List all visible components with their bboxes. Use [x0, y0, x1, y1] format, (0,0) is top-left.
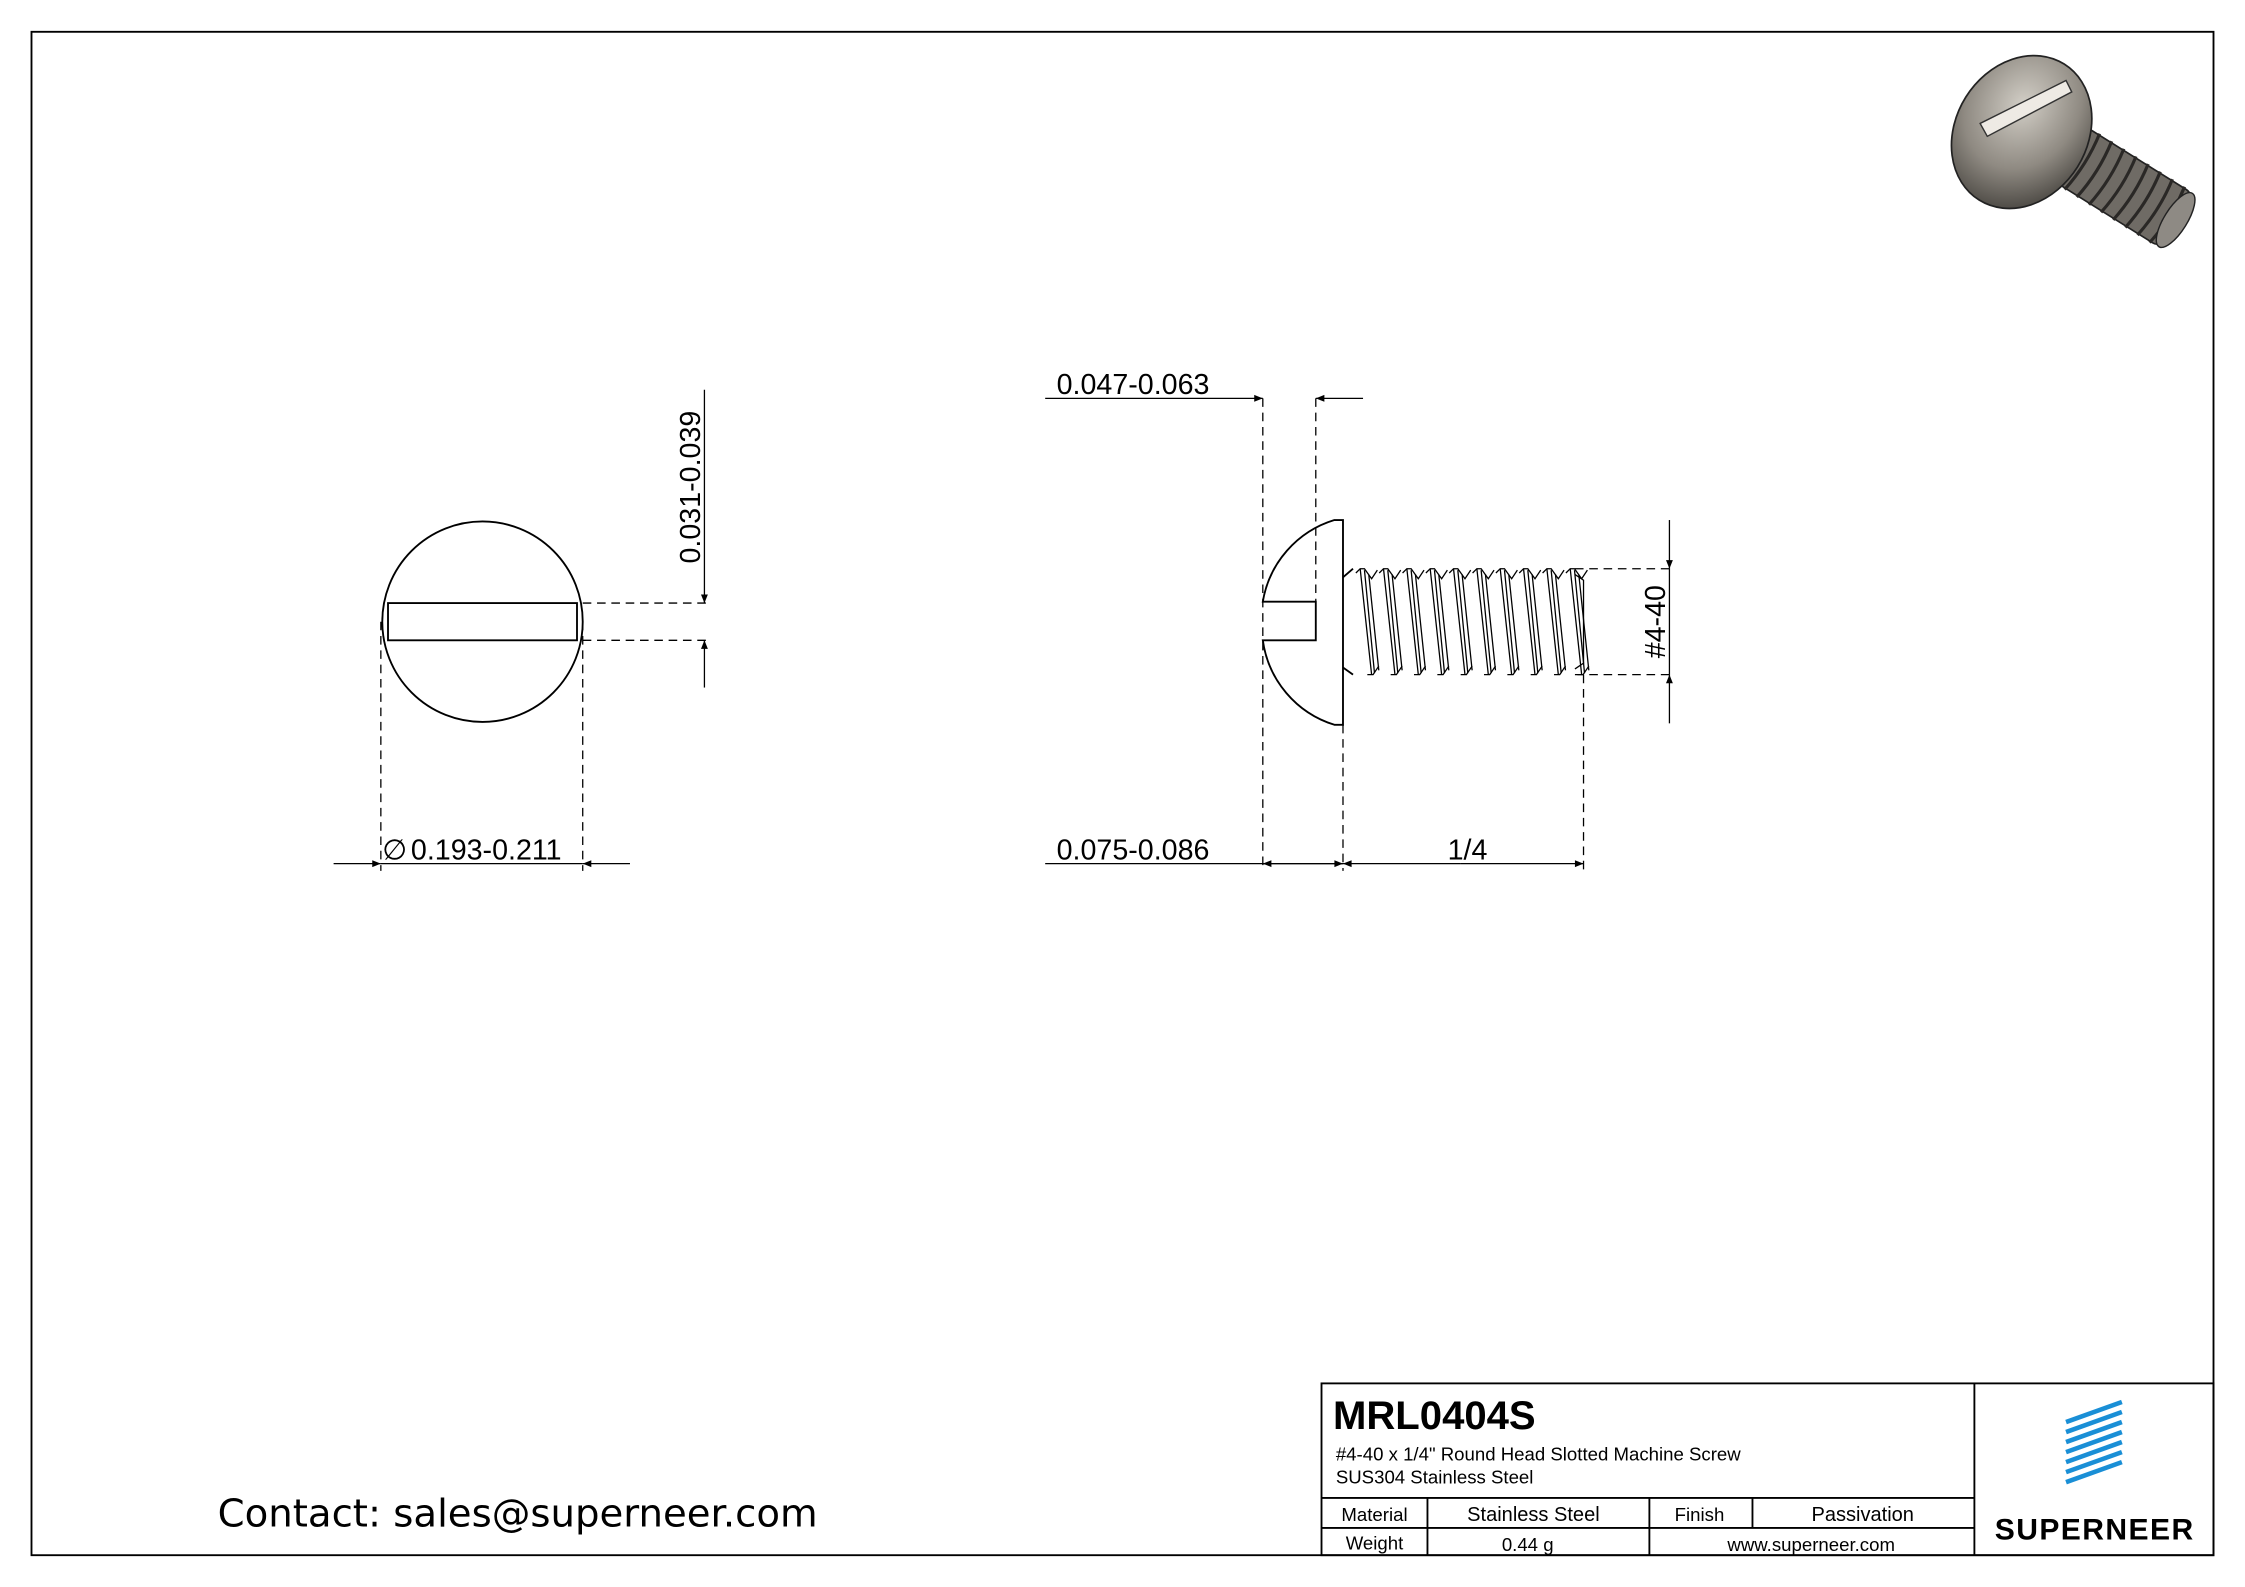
material-label: Material [1341, 1504, 1407, 1525]
thread-outline [1355, 568, 1590, 676]
website-link[interactable]: www.superneer.com [1726, 1534, 1895, 1555]
part-number: MRL0404S [1333, 1394, 1536, 1438]
thread-crest [1406, 568, 1427, 675]
weight-value: 0.44 g [1502, 1534, 1554, 1555]
head-height-dimension: 0.075-0.086 [1057, 834, 1210, 866]
thread-size-dimension: #4-40 [1640, 585, 1672, 658]
contact-text: Contact: sales@superneer.com [218, 1492, 818, 1537]
drawing-border [30, 30, 2215, 1557]
diameter-symbol: ∅ [382, 834, 407, 866]
screw-3d-render [1950, 54, 2196, 249]
thread-crest [1359, 568, 1380, 675]
length-dimension: 1/4 [1448, 834, 1488, 866]
brand-name: SUPERNEER [1995, 1513, 2195, 1546]
thread-crest [1452, 568, 1473, 675]
thread-crest [1429, 568, 1450, 675]
thread-crest [1476, 568, 1497, 675]
finish-value: Passivation [1812, 1504, 1914, 1526]
superneer-logo-icon [2065, 1399, 2123, 1485]
head-top-view: ∅ 0.193-0.211 0.031-0.039 [333, 389, 712, 871]
thread-crest [1499, 568, 1520, 675]
thread-crest [1522, 568, 1543, 675]
weight-label: Weight [1346, 1532, 1404, 1553]
slot-width-dimension: 0.031-0.039 [675, 411, 707, 564]
material-value: Stainless Steel [1467, 1504, 1600, 1526]
title-block: MRL0404S #4-40 x 1/4" Round Head Slotted… [1320, 1382, 2215, 1557]
finish-label: Finish [1675, 1504, 1725, 1525]
slot-depth-dimension: 0.047-0.063 [1057, 369, 1210, 401]
thread-crest [1546, 568, 1567, 675]
material-spec: SUS304 Stainless Steel [1336, 1467, 1534, 1488]
part-description: #4-40 x 1/4" Round Head Slotted Machine … [1336, 1444, 1741, 1465]
thread-crest [1569, 568, 1590, 675]
screw-side-view: 0.047-0.063 0.075-0.086 1/4 #4-40 [1045, 369, 1676, 871]
head-diameter-dimension: 0.193-0.211 [411, 834, 562, 866]
thread-crest [1382, 568, 1403, 675]
